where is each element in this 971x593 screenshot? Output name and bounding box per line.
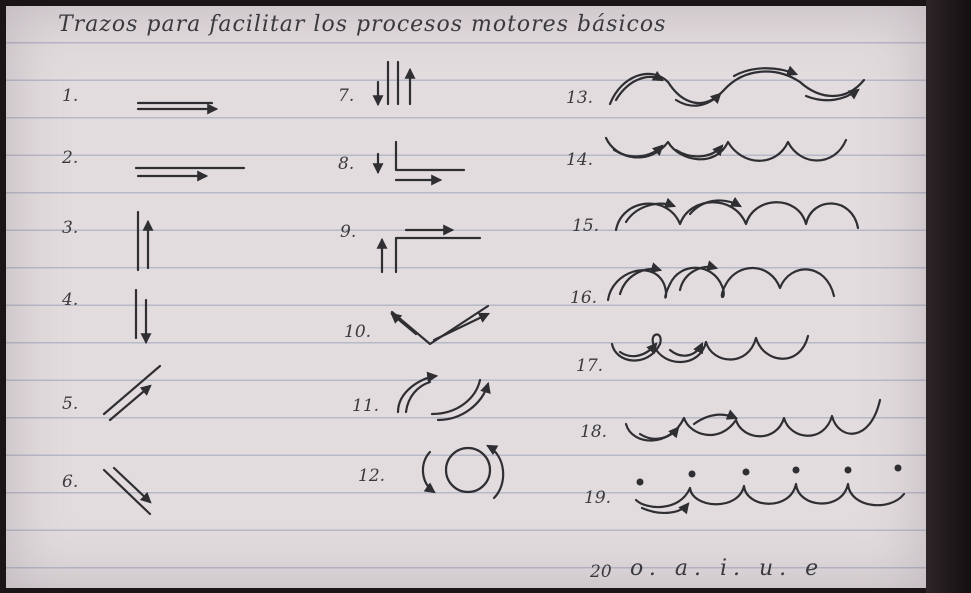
stroke-17-garland-loops xyxy=(612,334,808,362)
stroke-9-corner-up-right xyxy=(382,230,480,272)
stroke-2-horizontal-line xyxy=(136,168,244,176)
stroke-13-wave xyxy=(610,68,864,105)
stroke-14-garland xyxy=(606,138,846,161)
stroke-16-loops xyxy=(608,267,834,300)
stroke-5-diagonal-up xyxy=(104,366,160,420)
stroke-6-diagonal-down xyxy=(104,468,150,514)
stroke-3-vertical-up xyxy=(138,212,148,270)
stroke-7-verticals xyxy=(378,62,410,104)
stroke-8-corner-down-right xyxy=(378,142,464,180)
stroke-10-v-shape xyxy=(392,306,488,344)
stroke-18-wave-hooks xyxy=(626,400,880,441)
stroke-19-dotted-i xyxy=(636,465,904,513)
stroke-11-curves xyxy=(398,376,488,420)
stroke-12-circles xyxy=(423,446,503,498)
stroke-1-horizontal-right xyxy=(138,103,216,109)
stroke-4-vertical-down xyxy=(136,290,146,342)
stroke-15-arches xyxy=(616,200,858,230)
